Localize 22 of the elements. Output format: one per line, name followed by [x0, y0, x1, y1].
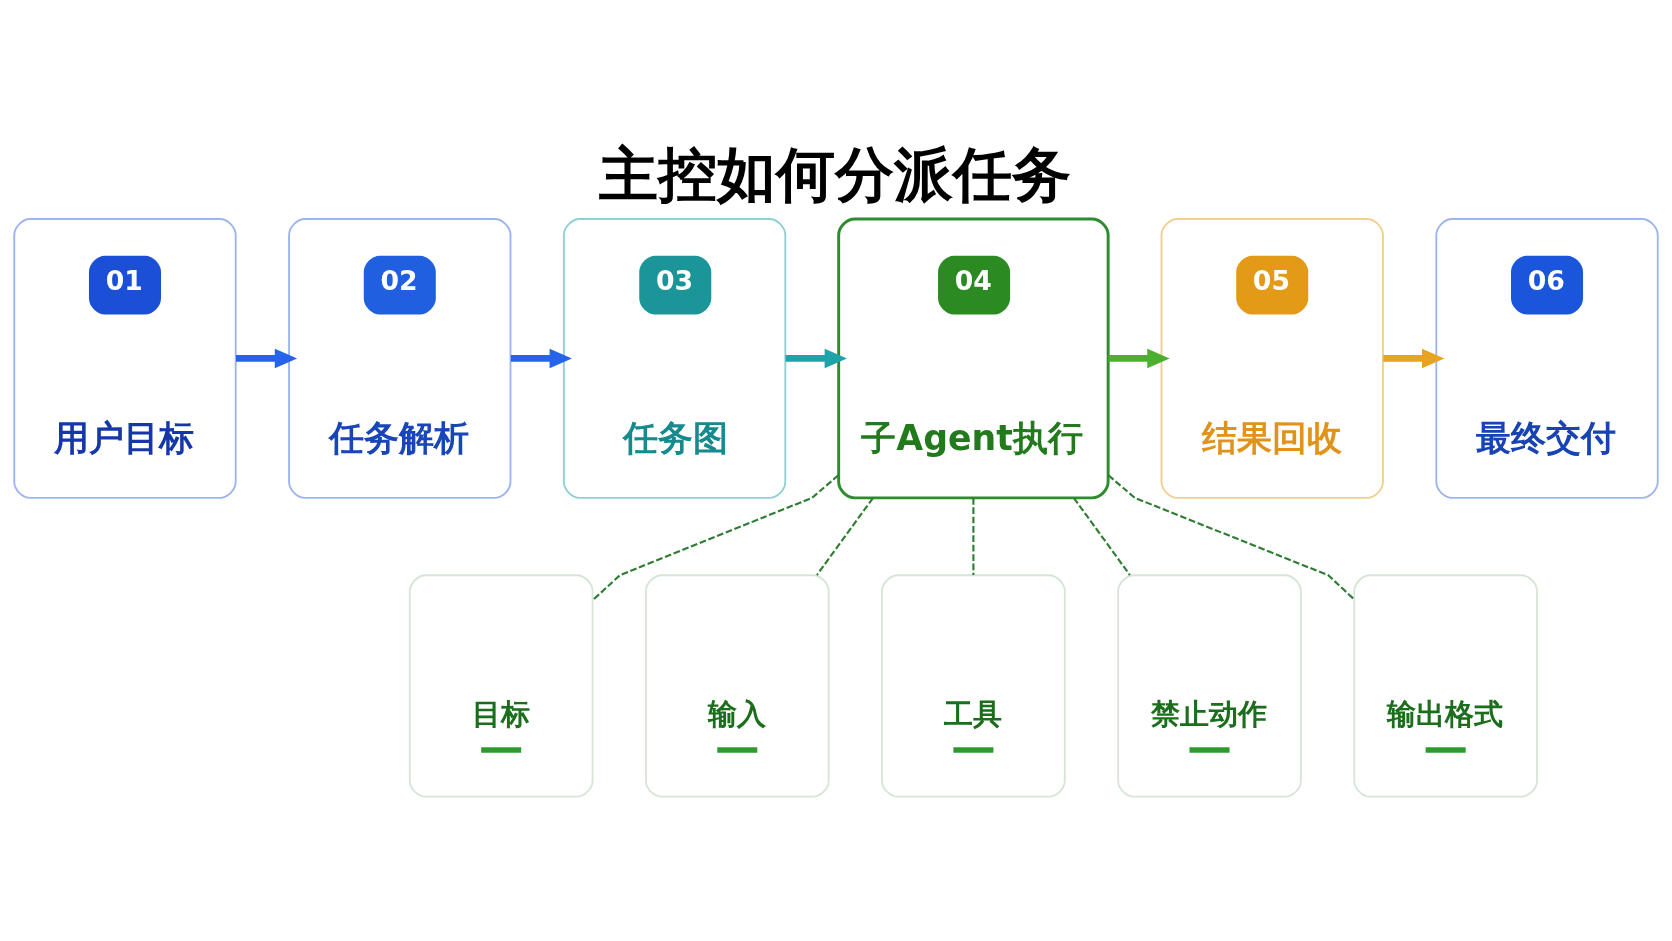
- arrow: [1383, 348, 1445, 369]
- node-box: 06 最终交付: [1435, 218, 1659, 499]
- connector: [1107, 474, 1355, 600]
- connector: [1073, 497, 1131, 576]
- arrow: [1108, 348, 1170, 369]
- arrow: [236, 348, 298, 369]
- node-box: 05 结果回收: [1160, 218, 1384, 499]
- node-box: 目标: [408, 574, 594, 798]
- connector: [592, 474, 840, 601]
- node-box: 01 用户目标: [13, 218, 237, 499]
- diagram-title: 主控如何分派任务: [599, 141, 1072, 210]
- node-box: 输入: [644, 574, 830, 798]
- node-box: 输出格式: [1353, 574, 1538, 798]
- arrow: [785, 348, 847, 369]
- node-box: 02 任务解析: [288, 218, 512, 499]
- node-box: 禁止动作: [1117, 574, 1302, 798]
- node-box: 工具: [881, 574, 1066, 798]
- connector: [816, 497, 874, 576]
- node-box: 03 任务图: [562, 218, 787, 499]
- node-box: 04 子Agent执行: [837, 217, 1110, 500]
- arrow: [510, 348, 572, 369]
- connector: [972, 498, 975, 575]
